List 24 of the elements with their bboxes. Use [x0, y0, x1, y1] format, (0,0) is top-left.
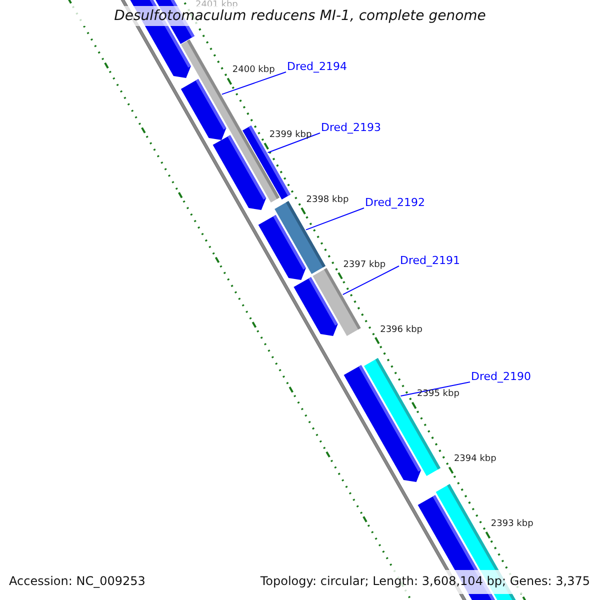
tick-label: 2398 kbp	[306, 194, 349, 205]
leader-line	[400, 382, 470, 397]
genome-summary: Topology: circular; Length: 3,608,104 bp; Genes: 3,375	[260, 574, 590, 588]
gene-label: Dred_2191	[400, 254, 460, 267]
gene-block	[364, 358, 440, 476]
gene-label: Dred_2190	[471, 370, 531, 383]
gene-label: Dred_2192	[365, 196, 425, 209]
tick-label: 2393 kbp	[490, 519, 534, 530]
accession-label: Accession: NC_009253	[9, 574, 146, 588]
gene-label: Dred_2193	[321, 121, 381, 134]
gene-label: Dred_2194	[287, 60, 347, 73]
gene-block	[274, 201, 326, 274]
gene-block	[312, 268, 361, 336]
leader-line	[267, 132, 320, 154]
gene-block	[242, 126, 290, 200]
leader-line	[221, 72, 286, 95]
tick-label: 2395 kbp	[417, 389, 460, 400]
tick-label: 2394 kbp	[454, 454, 496, 464]
leader-line	[342, 266, 400, 296]
tick-label: 2400 kbp	[232, 65, 275, 76]
tick-label: 2399 kbp	[269, 130, 312, 140]
leader-line	[306, 208, 364, 230]
tick-label: 2397 kbp	[343, 260, 386, 270]
tick-label: 2396 kbp	[380, 324, 423, 335]
